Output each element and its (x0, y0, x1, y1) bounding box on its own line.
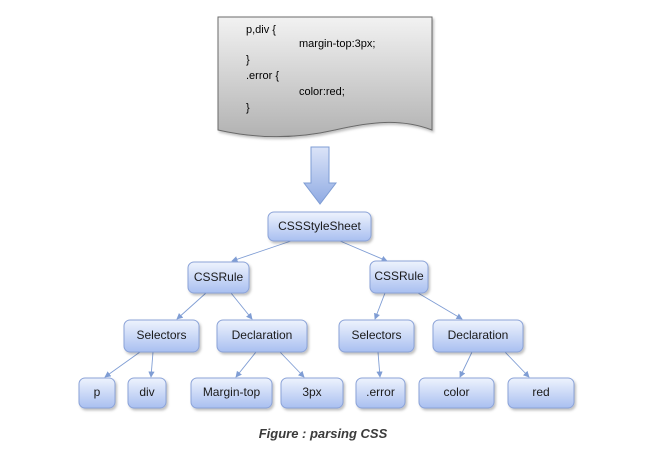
edge-declaration2-red (504, 351, 530, 378)
edge-rule2-declaration (417, 292, 463, 320)
edge-selectors2-error (376, 351, 383, 378)
node-value-3px: 3px (280, 377, 344, 409)
edge-selectors1-p (104, 351, 141, 378)
edge-rule1-selectors (176, 292, 207, 320)
node-selector-div: div (127, 377, 167, 409)
edge-selectors1-div (148, 351, 155, 378)
node-label: Selectors (351, 328, 401, 342)
node-label: Declaration (232, 328, 293, 342)
node-label: CSSRule (194, 270, 244, 284)
node-label: 3px (302, 385, 321, 399)
edge-root-rule2 (339, 240, 388, 262)
node-label: .error (366, 385, 395, 399)
figure-caption: Figure : parsing CSS (258, 426, 388, 441)
node-label: Margin-top (203, 385, 261, 399)
edge-rule2-selectors (374, 292, 386, 320)
node-value-red: red (507, 377, 575, 409)
css-source-document: p,div { margin-top:3px; } .error { color… (217, 16, 433, 138)
node-selector-p: p (78, 377, 116, 409)
css-line-2: margin-top:3px; (299, 38, 375, 50)
node-label: color (443, 385, 469, 399)
edge-rule1-declaration (230, 292, 253, 320)
node-cssstylesheet: CSSStyleSheet (267, 211, 372, 242)
node-label: red (532, 385, 549, 399)
edge-declaration1-margintop (235, 351, 257, 378)
node-declaration-1: Declaration (216, 319, 308, 353)
parse-down-arrow (302, 146, 338, 205)
node-label: p (94, 385, 101, 399)
css-line-5: color:red; (299, 86, 345, 98)
node-cssrule-2: CSSRule (369, 260, 429, 294)
css-line-3: } (246, 54, 250, 66)
css-line-6: } (246, 102, 250, 114)
edge-declaration1-3px (279, 351, 305, 378)
node-label: CSSRule (374, 269, 424, 283)
edge-root-rule1 (231, 240, 292, 263)
node-label: Declaration (448, 328, 509, 342)
node-property-margin-top: Margin-top (190, 377, 273, 409)
node-label: CSSStyleSheet (278, 219, 361, 233)
tree-edges (104, 240, 530, 378)
node-cssrule-1: CSSRule (187, 261, 250, 294)
node-property-color: color (418, 377, 495, 409)
node-selectors-2: Selectors (338, 319, 415, 353)
css-line-1: p,div { (246, 24, 276, 36)
node-label: div (139, 385, 154, 399)
node-declaration-2: Declaration (432, 319, 524, 353)
node-selector-error: .error (355, 377, 406, 409)
css-line-4: .error { (246, 70, 279, 82)
edge-declaration2-color (459, 351, 473, 378)
node-label: Selectors (136, 328, 186, 342)
node-selectors-1: Selectors (123, 319, 200, 353)
document-shape (217, 16, 433, 138)
